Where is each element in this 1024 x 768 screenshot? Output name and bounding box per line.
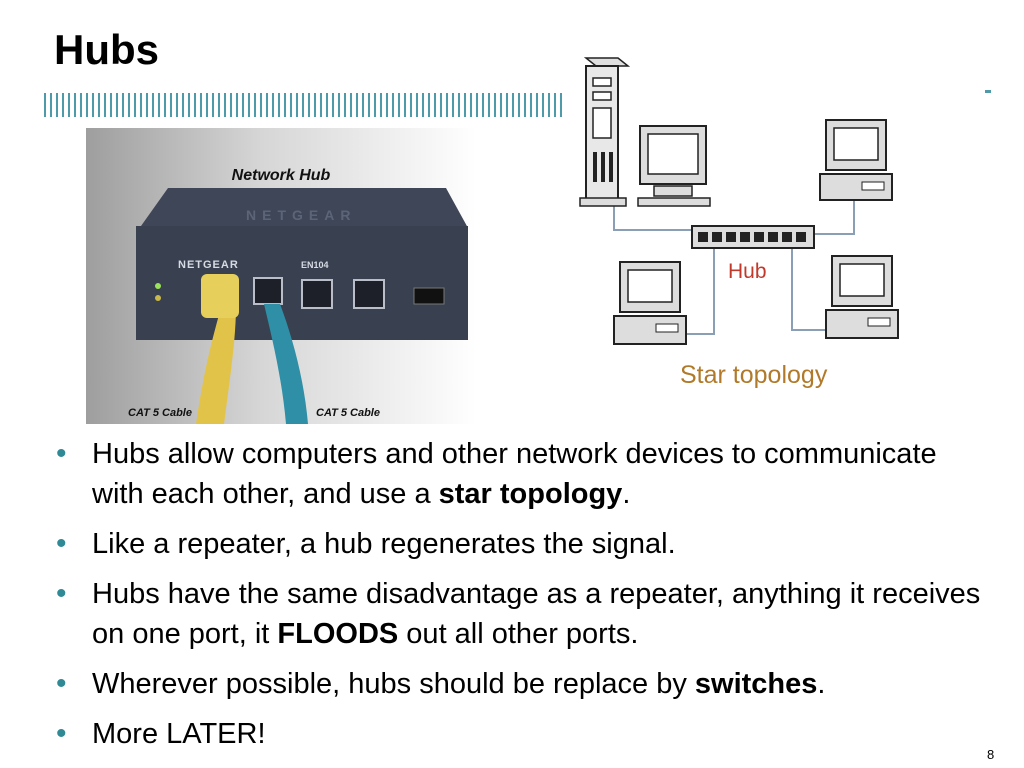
yellow-cable-plug [201, 274, 239, 318]
bullet-dot-icon: • [56, 437, 67, 470]
title-rule-tail [985, 90, 991, 93]
star-topology-diagram: Hub Star topology [579, 57, 899, 389]
bullet-dot-icon: • [56, 717, 67, 750]
computer-bottom-left-icon [613, 261, 687, 345]
col-led [155, 295, 161, 301]
bullet-dot-icon: • [56, 527, 67, 560]
port-2 [253, 277, 283, 305]
bullet-item: •Wherever possible, hubs should be repla… [56, 664, 996, 704]
port-3 [301, 279, 333, 309]
connection-lines [613, 194, 855, 335]
pwr-led [155, 283, 161, 289]
blue-cable [264, 304, 308, 424]
hub-device-icon [691, 225, 815, 249]
bullet-item: •Hubs have the same disadvantage as a re… [56, 574, 996, 654]
cable-left-label: CAT 5 Cable [128, 407, 192, 419]
star-topology-caption: Star topology [680, 361, 828, 389]
hub-front-brand: NETGEAR [178, 259, 239, 271]
hub-model: EN104 [301, 260, 329, 270]
server-icon [579, 57, 631, 207]
computer-bottom-right-icon [825, 255, 899, 339]
network-hub-photo: Network Hub NETGEAR NETGEAR EN104 CAT 5 … [86, 128, 476, 424]
computer-top-left-icon [637, 125, 711, 207]
bullet-item: •Hubs allow computers and other network … [56, 434, 996, 514]
computer-top-right-icon [819, 119, 893, 201]
hub-top-brand: NETGEAR [246, 207, 356, 223]
cable-right-label: CAT 5 Cable [316, 407, 380, 419]
title-rule [44, 93, 564, 117]
bullet-dot-icon: • [56, 667, 67, 700]
uplink-port [413, 287, 445, 305]
bullet-list: •Hubs allow computers and other network … [56, 434, 996, 764]
hub-top-face [141, 188, 468, 228]
bullet-item: •More LATER! [56, 714, 996, 754]
bullet-dot-icon: • [56, 577, 67, 610]
port-4 [353, 279, 385, 309]
hub-label: Hub [728, 260, 767, 283]
network-hub-label: Network Hub [232, 167, 331, 184]
slide-title: Hubs [54, 26, 159, 73]
bullet-item: •Like a repeater, a hub regenerates the … [56, 524, 996, 564]
page-number: 8 [987, 747, 995, 762]
yellow-cable [196, 304, 236, 424]
